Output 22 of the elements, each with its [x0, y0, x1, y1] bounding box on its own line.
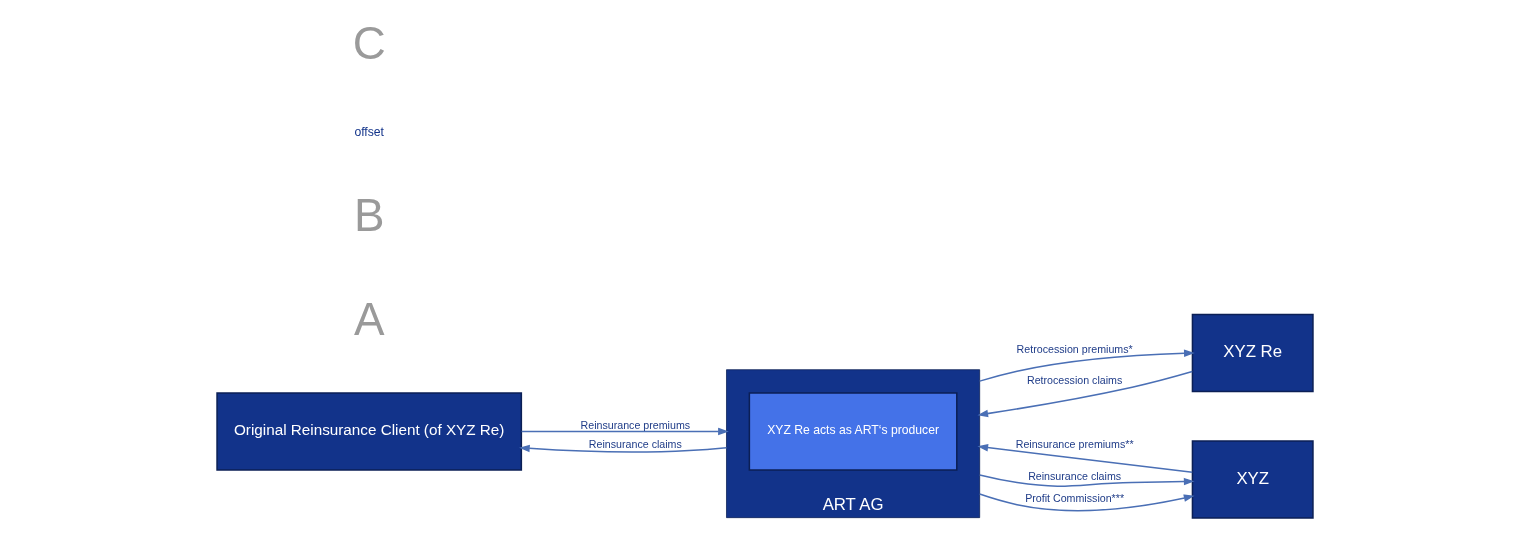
edge-label: Retrocession premiums* — [1016, 343, 1133, 356]
edge-label: Reinsurance premiums — [580, 418, 690, 431]
edge-label: Reinsurance claims — [1027, 469, 1121, 482]
edge-label: Retrocession claims — [1026, 374, 1122, 387]
label: offset — [353, 125, 384, 140]
edge-label: Reinsurance claims — [588, 437, 682, 450]
arrow — [520, 427, 729, 436]
arrow — [976, 443, 1193, 474]
node-box: XYZ Re — [1191, 313, 1314, 393]
edge-label: Profit Commission*** — [1024, 491, 1124, 504]
label: B — [353, 189, 384, 241]
node-box: XYZ Re acts as ART‘s producer — [748, 392, 958, 471]
arrow — [978, 349, 1195, 382]
arrow — [518, 444, 727, 453]
label: A — [353, 294, 384, 346]
node-box: Original Reinsurance Client (of XYZ Re) — [215, 392, 522, 471]
edge-label: Reinsurance premiums** — [1015, 437, 1134, 450]
label: C — [352, 17, 386, 69]
node-box: XYZ — [1191, 440, 1314, 519]
arrow — [976, 370, 1193, 418]
arrow — [978, 493, 1195, 512]
arrow — [978, 474, 1195, 487]
